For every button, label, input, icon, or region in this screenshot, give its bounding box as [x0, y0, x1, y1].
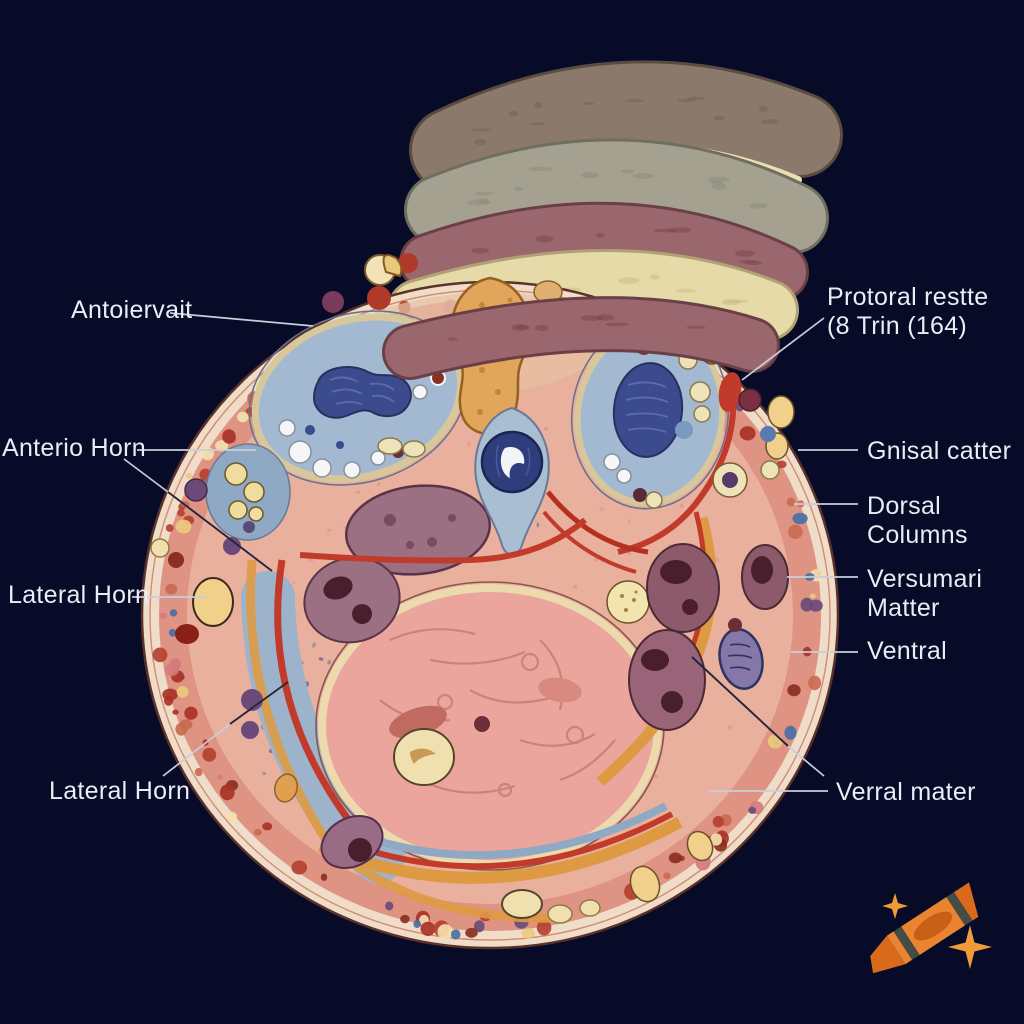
label-line: Dorsal: [867, 492, 942, 520]
label-ventral: Ventral: [867, 637, 947, 665]
vessel-left: [274, 559, 353, 825]
crayon-logo-icon: [870, 882, 992, 974]
left-blue-pocket: [205, 443, 291, 541]
crust-nub: [382, 254, 403, 278]
leader-protoral: [741, 317, 825, 381]
red-vessels: [299, 372, 742, 574]
label-lateral-horn-lower: Lateral Horn: [49, 777, 191, 805]
vertebral-band-mauve-lower: [382, 296, 780, 380]
white-crescent: [500, 446, 525, 478]
sparkle-icon: [948, 925, 992, 969]
label-line: (8 Trin (164): [827, 312, 968, 340]
label-line: Matter: [867, 594, 940, 622]
yellow-center-blob: [393, 728, 455, 786]
label-gnisal: Gnisal catter: [867, 437, 1012, 465]
vertebral-band-stack: [387, 60, 843, 341]
leader-anterio-horn-diagonal: [123, 458, 169, 493]
cream-dotted-cell: [606, 580, 650, 624]
label-protoral: Protoral restte (8 Trin (164): [827, 283, 989, 341]
label-line: Protoral restte: [827, 283, 989, 311]
leader-antoiervait: [169, 312, 314, 327]
sparkle-icon: [882, 893, 908, 919]
cross-section-body: [140, 253, 840, 950]
mauve-blob-cluster: [303, 484, 492, 644]
label-verral-mater: Verral mater: [836, 778, 976, 806]
leader-verral-diagonal: [787, 745, 825, 777]
right-maroon-cluster: [596, 511, 789, 787]
leader-lines: [123, 312, 858, 792]
rim-feature-cells: [150, 253, 795, 924]
label-lateral-horn-upper: Lateral Horn: [8, 581, 150, 609]
label-anterio-horn: Anterio Horn: [2, 434, 146, 462]
bottom-orange-band: [317, 816, 683, 884]
lateral-horn-target-blob: [192, 577, 234, 627]
navy-nucleus: [312, 366, 412, 419]
label-line: Versumari: [867, 565, 983, 593]
label-line: Columns: [867, 521, 968, 549]
label-antoiervait: Antoiervait: [71, 296, 193, 324]
leader-lateral-horn-lower: [162, 723, 231, 777]
central-teardrop-cell: [474, 406, 550, 556]
label-versumari-matter: Versumari Matter: [867, 565, 982, 623]
label-dorsal-columns: Dorsal Columns: [867, 492, 968, 550]
vacuoles: [278, 340, 447, 479]
